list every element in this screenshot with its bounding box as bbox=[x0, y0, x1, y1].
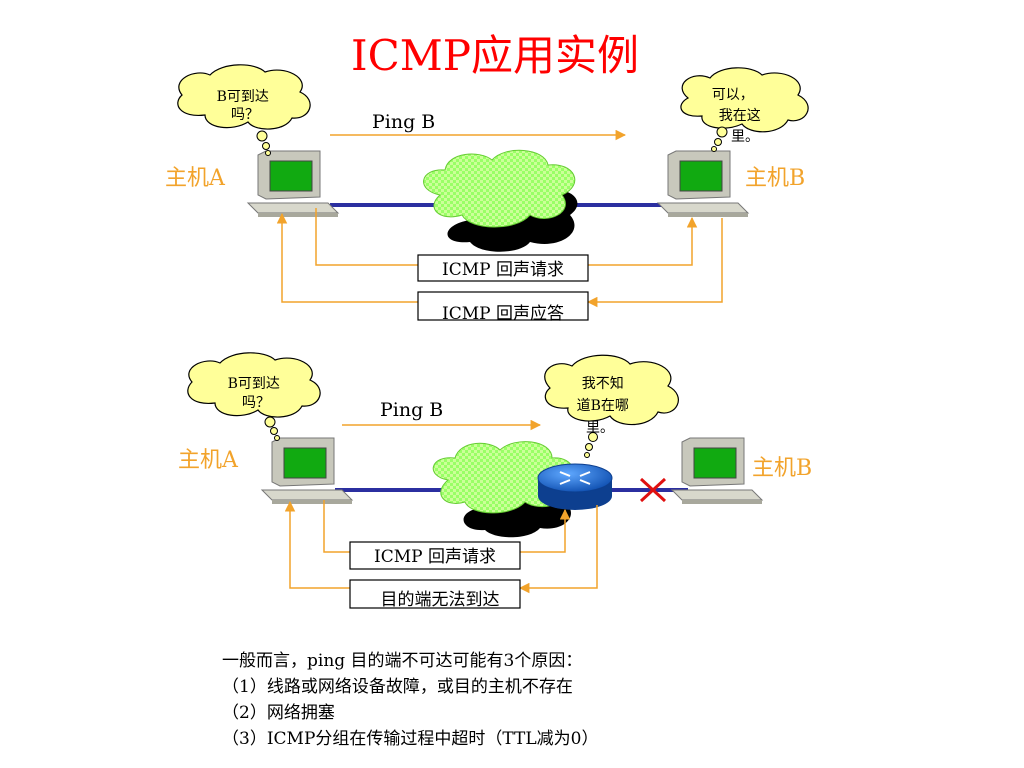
unreachable-box bbox=[349, 579, 521, 609]
unreachable-path bbox=[284, 500, 350, 589]
echo-request-path bbox=[315, 208, 418, 266]
thought-bubble-a: B可到达 吗？ bbox=[177, 64, 311, 156]
cross-icon bbox=[639, 477, 667, 503]
bubble-b-text: 可以， 我在这 里。 bbox=[712, 87, 765, 145]
echo-request-path bbox=[323, 500, 350, 553]
host-a-computer-icon bbox=[261, 437, 353, 505]
notes-intro: 一般而言，ping 目的端不可达可能有3个原因： bbox=[222, 651, 583, 671]
thought-bubble-router: 我不知 道B在哪 里。 bbox=[544, 354, 679, 458]
notes-block: 一般而言，ping 目的端不可达可能有3个原因： （1）线路或网络设备故障，或目… bbox=[222, 648, 598, 752]
echo-reply-path bbox=[276, 212, 418, 303]
notes-reason-3: （3）ICMP分组在传输过程中超时（TTL减为0） bbox=[222, 729, 599, 749]
echo-request-box bbox=[417, 254, 589, 282]
unreachable-label: 目的端无法到达 bbox=[381, 590, 500, 610]
scenario-1: 主机A 主机B Ping B B可到达 吗？ 可以， 我在这 里。 bbox=[165, 64, 809, 324]
echo-request-label: ICMP 回声请求 bbox=[374, 547, 496, 567]
host-a-label: 主机A bbox=[178, 448, 239, 473]
echo-request-box bbox=[349, 541, 521, 570]
host-a-label: 主机A bbox=[165, 166, 226, 191]
echo-reply-path-from-b bbox=[586, 218, 723, 308]
thought-bubble-a: B可到达 吗？ bbox=[187, 352, 321, 441]
scenario-2: 主机A 主机B Ping B B可到达 吗？ 我不知 道B在哪 里。 bbox=[178, 352, 812, 610]
network-cloud bbox=[423, 149, 578, 252]
page-title: ICMP应用实例 bbox=[351, 31, 639, 80]
thought-bubble-b: 可以， 我在这 里。 bbox=[680, 67, 809, 152]
router-icon bbox=[537, 463, 613, 510]
bubble-router-text: 我不知 道B在哪 里。 bbox=[577, 375, 634, 436]
echo-request-path-to-router bbox=[520, 508, 571, 553]
host-a-computer-icon bbox=[247, 150, 339, 218]
notes-reason-2: （2）网络拥塞 bbox=[222, 703, 335, 723]
host-b-computer-icon bbox=[671, 437, 763, 505]
host-b-label: 主机B bbox=[752, 456, 812, 481]
host-b-label: 主机B bbox=[745, 166, 805, 191]
ping-label: Ping B bbox=[380, 399, 443, 421]
echo-request-path-to-b bbox=[588, 216, 698, 266]
host-b-computer-icon bbox=[657, 150, 749, 218]
echo-reply-box bbox=[417, 291, 589, 321]
ping-label: Ping B bbox=[372, 111, 435, 133]
notes-reason-1: （1）线路或网络设备故障，或目的主机不存在 bbox=[222, 677, 573, 697]
echo-reply-label: ICMP 回声应答 bbox=[442, 304, 564, 324]
bubble-a-text: B可到达 吗？ bbox=[228, 376, 285, 411]
echo-request-label: ICMP 回声请求 bbox=[442, 260, 564, 280]
unreachable-path-from-router bbox=[518, 505, 598, 594]
bubble-a-text: B可到达 吗？ bbox=[217, 89, 274, 123]
